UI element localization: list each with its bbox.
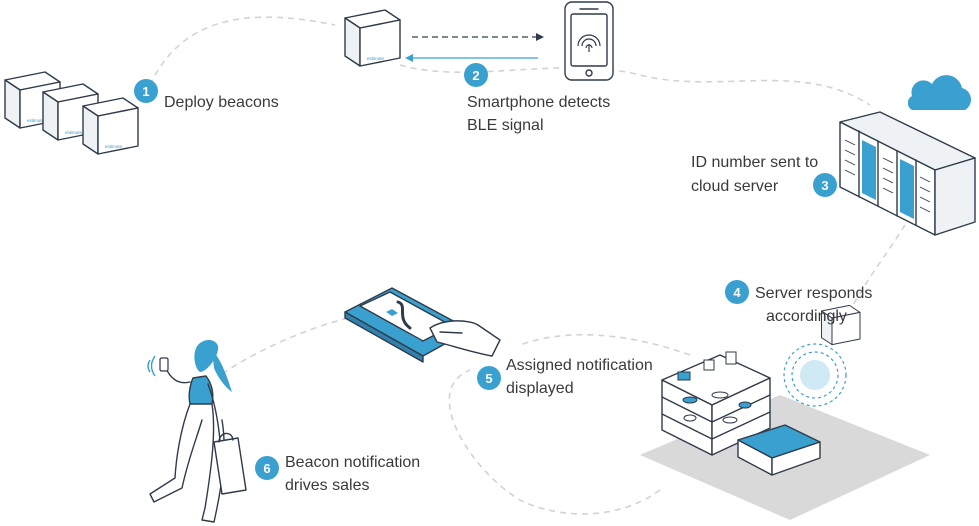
beacon-cube-icon: estimote	[82, 97, 139, 155]
step-label: Deploy beacons	[164, 94, 279, 111]
journey-path	[224, 317, 349, 373]
step-number: 1	[142, 84, 149, 99]
step-label: accordingly	[766, 308, 847, 325]
beacon-cube-icon: estimote	[344, 9, 401, 67]
step-number: 3	[821, 178, 828, 193]
ble-signal-arrows	[405, 33, 544, 62]
step-1: 1 Deploy beacons	[134, 79, 279, 111]
step-badge	[255, 456, 279, 480]
step-label: Server responds	[755, 285, 872, 302]
step-6: 6 Beacon notification drives sales	[255, 454, 420, 494]
store-display-icon	[640, 304, 930, 520]
step-badge	[477, 366, 501, 390]
store-shelf-icon	[661, 351, 771, 456]
step-badge	[464, 63, 488, 87]
server-rack-icon	[839, 111, 976, 236]
hand-phone-icon	[344, 287, 501, 363]
step-label: BLE signal	[467, 117, 544, 134]
beacon-brand-label: estimote	[105, 144, 123, 149]
store-bench-icon	[737, 424, 821, 476]
journey-path	[837, 224, 906, 341]
journey-path	[448, 369, 661, 515]
step-label: drives sales	[285, 477, 369, 494]
step-number: 4	[733, 285, 741, 300]
journey-path	[519, 333, 691, 356]
step-number: 2	[472, 68, 479, 83]
step-label: displayed	[506, 380, 574, 397]
step-5: Assigned notification 5 displayed	[477, 357, 653, 397]
step-badge	[725, 280, 749, 304]
beacon-cube-icon	[821, 304, 861, 346]
beacon-brand-label: estimote	[65, 130, 83, 135]
step-4: 4 Server responds accordingly	[725, 280, 872, 325]
step-label: ID number sent to	[691, 154, 818, 171]
step-2: 2 Smartphone detects BLE signal	[464, 63, 610, 134]
beacon-brand-label: estimote	[27, 118, 45, 123]
store-beacon-signal-icon	[783, 343, 847, 407]
step-label: Assigned notification	[506, 357, 653, 374]
journey-path	[149, 16, 336, 86]
step-number: 6	[263, 461, 270, 476]
step-number: 5	[485, 371, 492, 386]
step-badge	[813, 173, 837, 197]
smartphone-fingerprint-icon	[564, 1, 614, 81]
step-label: Smartphone detects	[467, 94, 610, 111]
beacon-brand-label: estimote	[367, 56, 385, 61]
cloud-icon	[907, 75, 971, 110]
beacon-cluster: estimote estimote estimote	[4, 71, 139, 155]
step-badge	[134, 79, 158, 103]
step-label: cloud server	[691, 178, 779, 195]
step-label: Beacon notification	[285, 454, 420, 471]
step-3: ID number sent to cloud server 3	[691, 154, 837, 197]
woman-shopper-icon	[147, 339, 247, 523]
